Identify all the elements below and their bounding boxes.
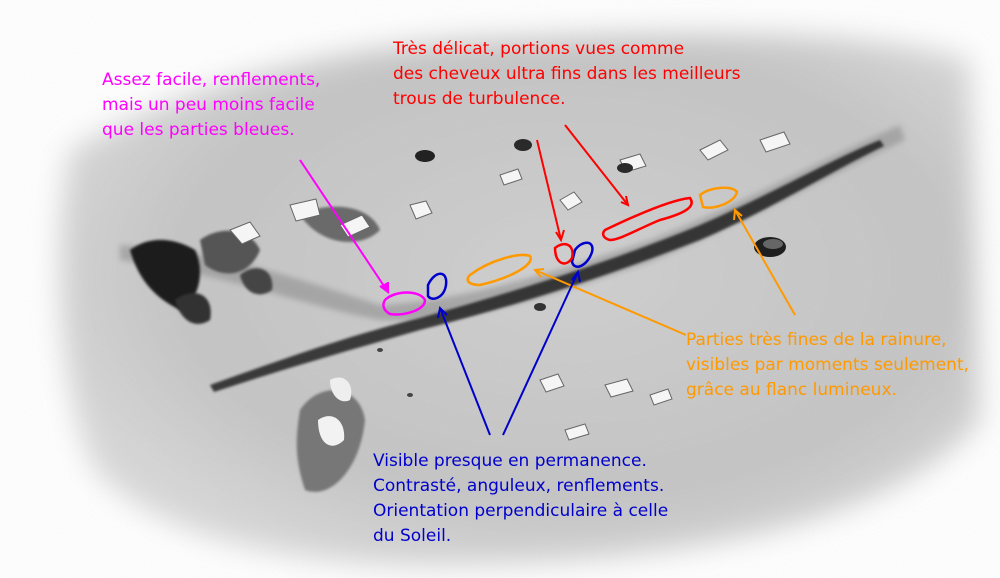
mountain-shadows <box>130 206 380 492</box>
annotation-line: Très délicat, portions vues comme <box>393 39 685 59</box>
red-outline-small <box>553 242 574 265</box>
blue-arrows <box>437 269 581 436</box>
annotation-orange: Parties très fines de la rainure, visibl… <box>686 328 969 403</box>
highlight-outlines <box>382 186 739 316</box>
annotation-line: des cheveux ultra fins dans les meilleur… <box>393 64 741 84</box>
annotation-arrows <box>299 124 796 436</box>
annotation-line: visibles par moments seulement, <box>686 355 970 375</box>
annotation-line: grâce au flanc lumineux. <box>686 380 897 400</box>
blue-outline-right <box>570 241 594 268</box>
annotation-line: Parties très fines de la rainure, <box>686 330 947 350</box>
magenta-outline <box>382 291 427 316</box>
annotation-line: Assez facile, renflements, <box>102 70 321 90</box>
annotation-line: Orientation perpendiculaire à celle <box>373 501 669 521</box>
orange-outline-right <box>698 186 739 209</box>
annotation-line: Visible presque en permanence. <box>373 451 647 471</box>
magenta-arrow <box>299 159 389 294</box>
annotation-line: mais un peu moins facile <box>102 95 315 115</box>
annotation-blue: Visible presque en permanence. Contrasté… <box>373 449 668 549</box>
craters <box>377 139 786 397</box>
annotation-red: Très délicat, portions vues comme des ch… <box>393 37 741 112</box>
orange-arrows <box>533 207 796 336</box>
blue-outline-left <box>426 272 448 300</box>
red-arrows <box>536 124 630 243</box>
annotation-line: Contrasté, anguleux, renflements. <box>373 476 665 496</box>
orange-outline-center <box>466 253 532 287</box>
annotation-line: trous de turbulence. <box>393 89 566 109</box>
rille-shadow <box>120 125 905 392</box>
red-outline-long <box>601 196 693 242</box>
annotation-line: que les parties bleues. <box>102 120 295 140</box>
ridge-highlights <box>229 131 791 441</box>
annotation-magenta: Assez facile, renflements, mais un peu m… <box>102 68 320 143</box>
annotation-line: du Soleil. <box>373 526 452 546</box>
